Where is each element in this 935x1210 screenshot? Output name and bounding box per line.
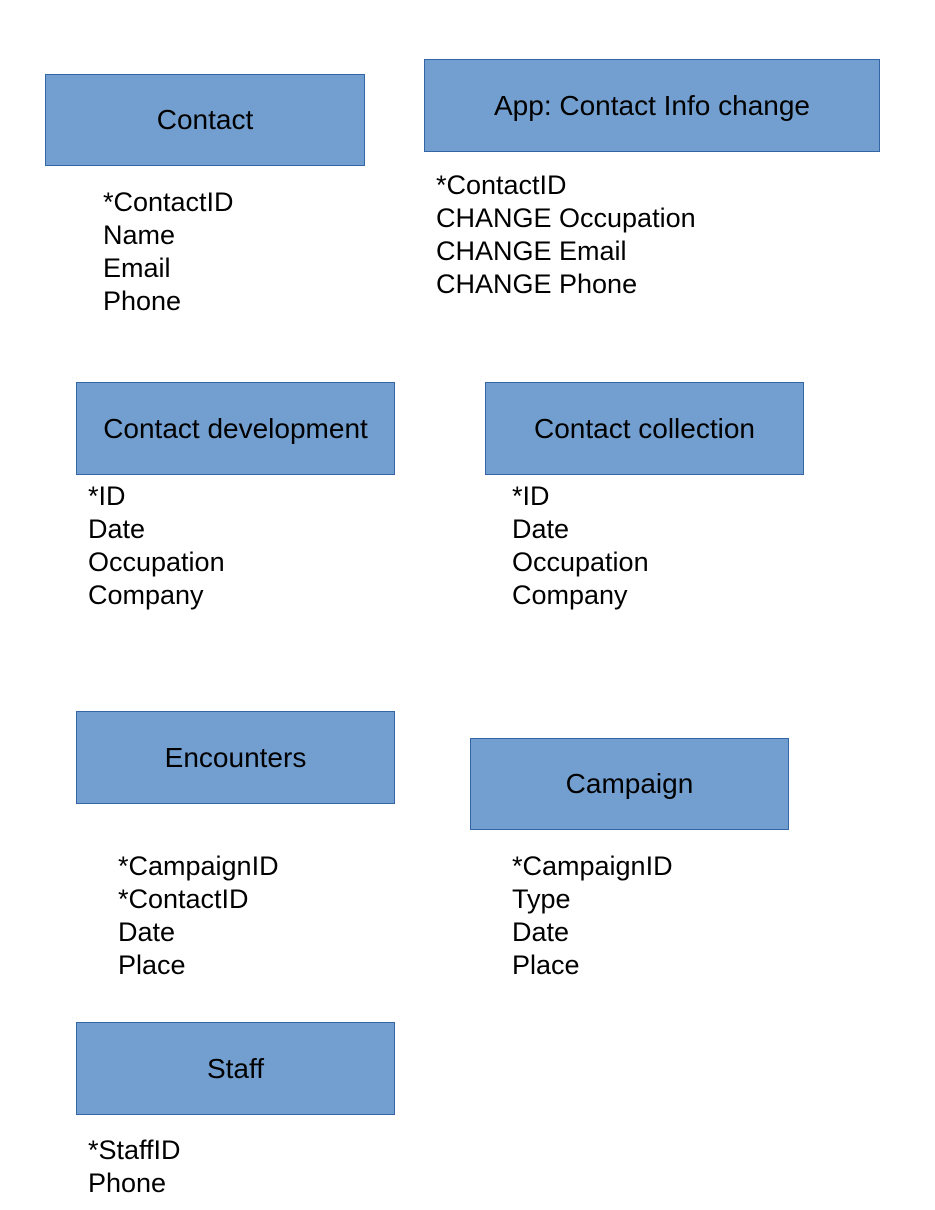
entity-encounters-fields: *CampaignID *ContactID Date Place (118, 850, 279, 982)
field-item: Date (118, 917, 176, 947)
field-item: *CampaignID (118, 851, 279, 881)
entity-contact-development-box: Contact development (76, 382, 395, 475)
field-item: CHANGE Phone (436, 269, 638, 299)
entity-staff-fields: *StaffID Phone (88, 1134, 181, 1200)
entity-contact-collection-title: Contact collection (533, 412, 755, 444)
field-item: Date (88, 514, 146, 544)
entity-contact-title: Contact (156, 104, 254, 135)
entity-app-contact-info-change-fields: *ContactID CHANGE Occupation CHANGE Emai… (436, 169, 696, 301)
field-item: CHANGE Email (436, 236, 627, 266)
field-item: Place (512, 950, 580, 980)
field-item: Name (103, 220, 176, 250)
field-item: Occupation (88, 547, 225, 577)
field-item: CHANGE Occupation (436, 203, 696, 233)
entity-encounters-title: Encounters (164, 741, 307, 773)
entity-staff-box: Staff (76, 1022, 395, 1115)
field-item: Place (118, 950, 186, 980)
field-item: Email (103, 253, 171, 283)
field-item: Phone (103, 286, 182, 316)
field-item: Phone (88, 1168, 167, 1198)
entity-contact-fields: *ContactID Name Email Phone (103, 186, 234, 318)
field-item: *ContactID (103, 187, 234, 217)
entity-contact-collection-box: Contact collection (485, 382, 804, 475)
entity-campaign-fields: *CampaignID Type Date Place (512, 850, 673, 982)
field-item: Date (512, 514, 570, 544)
entity-campaign-box: Campaign (470, 738, 789, 830)
field-item: Date (512, 917, 570, 947)
field-item: *ContactID (436, 170, 567, 200)
field-item: *ID (88, 481, 126, 511)
entity-encounters-box: Encounters (76, 711, 395, 804)
entity-contact-collection-fields: *ID Date Occupation Company (512, 480, 649, 612)
entity-contact-box: Contact (45, 74, 365, 166)
entity-app-contact-info-change-box: App: Contact Info change (424, 59, 880, 152)
field-item: *CampaignID (512, 851, 673, 881)
entity-campaign-title: Campaign (565, 768, 694, 799)
field-item: *ID (512, 481, 550, 511)
entity-app-contact-info-change-title: App: Contact Info change (494, 89, 810, 121)
entity-staff-title: Staff (206, 1052, 265, 1084)
field-item: Company (88, 580, 204, 610)
entity-contact-development-title: Contact development (103, 412, 368, 444)
field-item: Type (512, 884, 571, 914)
entity-contact-development-fields: *ID Date Occupation Company (88, 480, 225, 612)
field-item: *StaffID (88, 1135, 181, 1165)
field-item: Company (512, 580, 628, 610)
field-item: Occupation (512, 547, 649, 577)
field-item: *ContactID (118, 884, 249, 914)
